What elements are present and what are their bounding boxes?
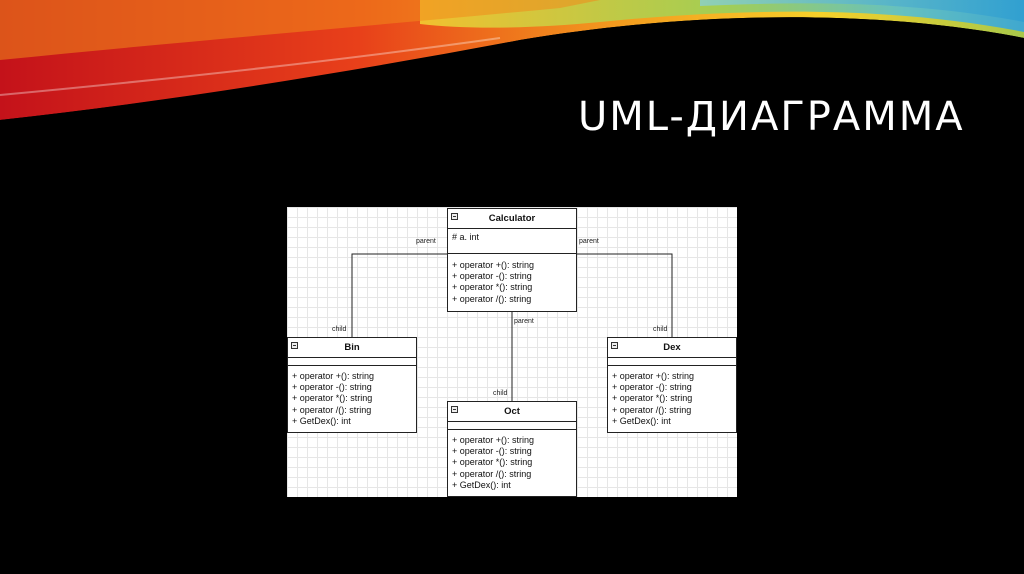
class-calculator[interactable]: Calculator # a. int + operator +(): stri… — [447, 208, 577, 312]
class-bin[interactable]: Bin + operator +(): string + operator -(… — [287, 337, 417, 433]
class-dex-header: Dex — [608, 338, 736, 358]
class-bin-header: Bin — [288, 338, 416, 358]
collapse-icon[interactable] — [611, 342, 618, 349]
method-item: + operator +(): string — [452, 260, 535, 270]
class-calculator-methods: + operator +(): string + operator -(): s… — [448, 254, 576, 308]
inheritance-connectors — [351, 253, 673, 401]
method-item: + GetDex(): int — [452, 479, 511, 490]
method-item: + operator *(): string — [292, 393, 373, 404]
method-item: + operator /(): string — [292, 404, 372, 415]
class-oct-header: Oct — [448, 402, 576, 422]
attribute-item: # a. int — [452, 232, 480, 242]
connector-bin — [351, 253, 447, 337]
method-item: + operator /(): string — [452, 468, 532, 479]
class-calculator-header: Calculator — [448, 209, 576, 229]
method-item: + GetDex(): int — [612, 415, 671, 426]
method-item: + operator *(): string — [452, 282, 533, 293]
method-item: + operator *(): string — [452, 457, 533, 468]
edge-label-bin-parent: parent — [416, 238, 436, 245]
method-item: + operator -(): string — [292, 382, 372, 393]
uml-diagram-canvas: parent child parent child parent child C… — [287, 207, 737, 497]
edge-label-dex-child: child — [653, 326, 668, 333]
class-oct[interactable]: Oct + operator +(): string + operator -(… — [447, 401, 577, 497]
class-bin-empty-attributes — [288, 365, 416, 368]
class-calculator-attributes: # a. int — [448, 229, 576, 254]
method-item: + operator -(): string — [612, 382, 692, 393]
connector-dex — [577, 253, 673, 337]
class-dex-name: Dex — [663, 342, 681, 353]
collapse-icon[interactable] — [451, 213, 458, 220]
slide-title: UML-ДИАГРАММА — [578, 94, 965, 140]
class-calculator-name: Calculator — [488, 213, 536, 224]
class-oct-name: Oct — [504, 406, 520, 417]
class-bin-methods: + operator +(): string + operator -(): s… — [288, 368, 416, 430]
method-item: + operator /(): string — [612, 404, 692, 415]
method-item: + GetDex(): int — [292, 415, 351, 426]
method-item: + operator +(): string — [292, 371, 375, 381]
class-oct-empty-attributes — [448, 429, 576, 432]
method-item: + operator -(): string — [452, 271, 532, 282]
method-item: + operator /(): string — [452, 293, 532, 304]
method-item: + operator +(): string — [452, 435, 535, 445]
collapse-icon[interactable] — [451, 406, 458, 413]
method-item: + operator *(): string — [612, 393, 693, 404]
header-swoosh — [0, 0, 1024, 129]
method-item: + operator +(): string — [612, 371, 695, 381]
edge-label-oct-parent: parent — [514, 318, 534, 325]
class-oct-methods: + operator +(): string + operator -(): s… — [448, 432, 576, 494]
class-dex-methods: + operator +(): string + operator -(): s… — [608, 368, 736, 430]
collapse-icon[interactable] — [291, 342, 298, 349]
class-dex[interactable]: Dex + operator +(): string + operator -(… — [607, 337, 737, 433]
edge-label-dex-parent: parent — [579, 238, 599, 245]
class-dex-empty-attributes — [608, 365, 736, 368]
edge-label-bin-child: child — [332, 326, 347, 333]
class-bin-name: Bin — [344, 342, 360, 353]
method-item: + operator -(): string — [452, 446, 532, 457]
edge-label-oct-child: child — [493, 390, 508, 397]
